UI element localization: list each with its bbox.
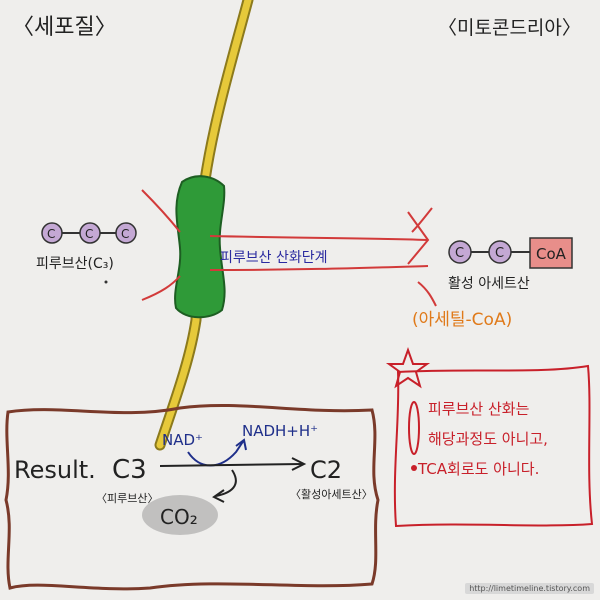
watermark: http://limetimeline.tistory.com <box>465 583 594 594</box>
carbon-label: C <box>47 227 55 241</box>
nad-label: NAD⁺ <box>162 431 203 449</box>
co2-label: CO₂ <box>160 505 198 529</box>
result-c3-sub: 〈피루브산〉 <box>96 492 158 505</box>
co2-smudge <box>142 495 218 535</box>
co2-arrow <box>215 469 237 497</box>
oxidation-step-label: 피루브산 산화단계 <box>220 250 328 266</box>
note-line-2: 해당과정도 아니고, <box>428 430 548 448</box>
carbon-label: C <box>85 227 93 241</box>
result-c3: C3 <box>112 455 147 485</box>
channel-arrowhead <box>407 211 430 265</box>
acetyl-title: 활성 아세트산 <box>448 276 530 292</box>
note-line-1: 피루브산 산화는 <box>428 400 530 418</box>
note-box <box>393 364 594 528</box>
pyruvate-molecule: C C C <box>41 222 137 244</box>
right-lower-curve <box>417 281 437 307</box>
left-lower-curve <box>141 275 181 301</box>
mitochondria-label: 〈미토콘드리아〉 <box>438 17 581 39</box>
carbon-label: C <box>121 227 129 241</box>
main-reaction-arrow <box>159 463 303 467</box>
note-line-3: TCA회로도 아니다. <box>417 460 539 478</box>
nadh-label: NADH+H⁺ <box>242 422 318 440</box>
result-box <box>4 403 380 591</box>
acetyl-coa-paren: (아세틸-CoA) <box>412 310 512 330</box>
pyruvate-label: 피루브산(C₃) <box>36 256 114 272</box>
transport-channel <box>174 175 226 319</box>
coa-box <box>529 237 573 269</box>
right-upper-curve <box>411 207 433 233</box>
note-star-icon <box>385 347 431 389</box>
result-label: Result. <box>14 456 96 484</box>
result-c2: C2 <box>310 456 342 484</box>
channel-bottom-line <box>209 265 429 271</box>
coa-label: CoA <box>536 245 567 263</box>
cytoplasm-label: 〈세포질〉 <box>12 15 117 40</box>
note-exclaim-icon <box>408 401 420 455</box>
channel-top-line <box>209 235 429 241</box>
left-upper-curve <box>141 189 181 233</box>
carbon-label: C <box>495 246 504 261</box>
acetyl-coa-molecule: C C CoA <box>448 237 573 269</box>
result-c2-sub: 〈활성아세트산〉 <box>290 487 373 501</box>
carbon-label: C <box>455 246 464 261</box>
